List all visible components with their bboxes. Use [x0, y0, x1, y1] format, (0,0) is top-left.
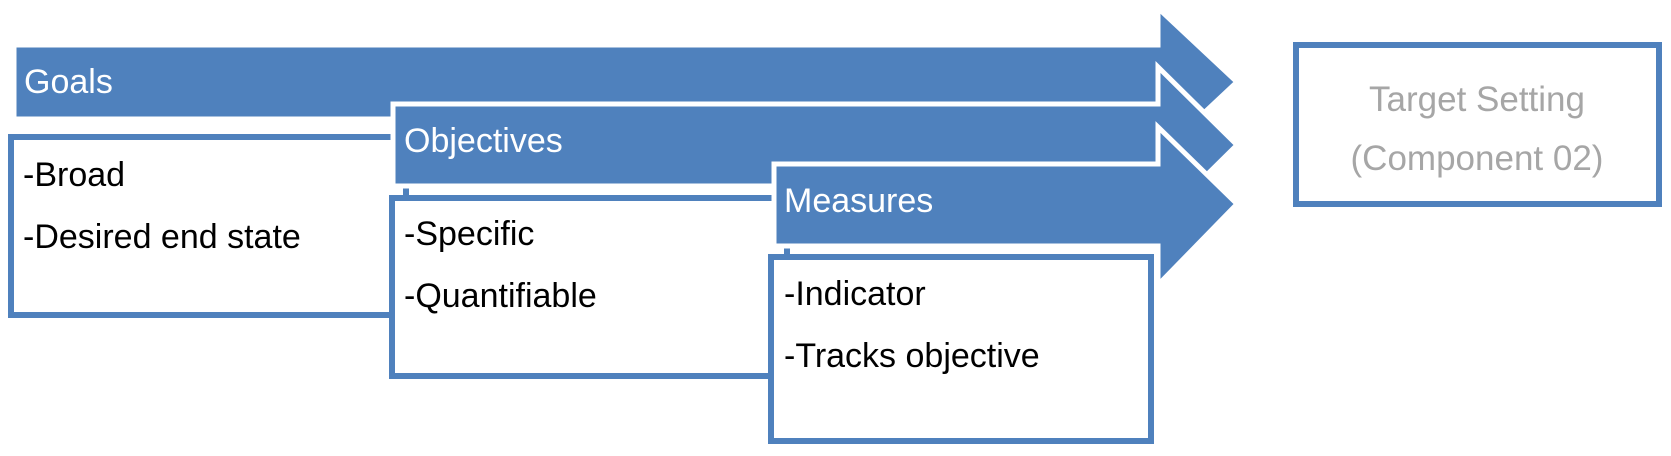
goals-header: Goals: [24, 63, 113, 101]
objectives-header: Objectives: [404, 122, 563, 160]
objectives-item-2: -Quantifiable: [404, 277, 597, 315]
measures-header: Measures: [784, 182, 933, 220]
objectives-item-1: -Specific: [404, 215, 534, 253]
measures-item-2: -Tracks objective: [784, 337, 1040, 375]
target-setting: Target Setting (Component 02): [1293, 42, 1662, 207]
goals-item-2: -Desired end state: [23, 218, 301, 256]
stage-measures: Measures -Indicator -Tracks objective: [768, 121, 1241, 444]
goals-box: [8, 134, 409, 318]
target-setting-title: Target Setting: [1369, 80, 1585, 119]
objectives-box: [389, 195, 790, 379]
measures-arrow: [771, 121, 1241, 292]
target-setting-box: [1293, 42, 1662, 207]
stage-goals: Goals -Broad -Desired end state: [8, 2, 1241, 318]
goals-item-1: -Broad: [23, 156, 125, 194]
target-setting-subtitle: (Component 02): [1351, 139, 1604, 178]
measures-box: [768, 254, 1154, 444]
measures-item-1: -Indicator: [784, 275, 926, 313]
